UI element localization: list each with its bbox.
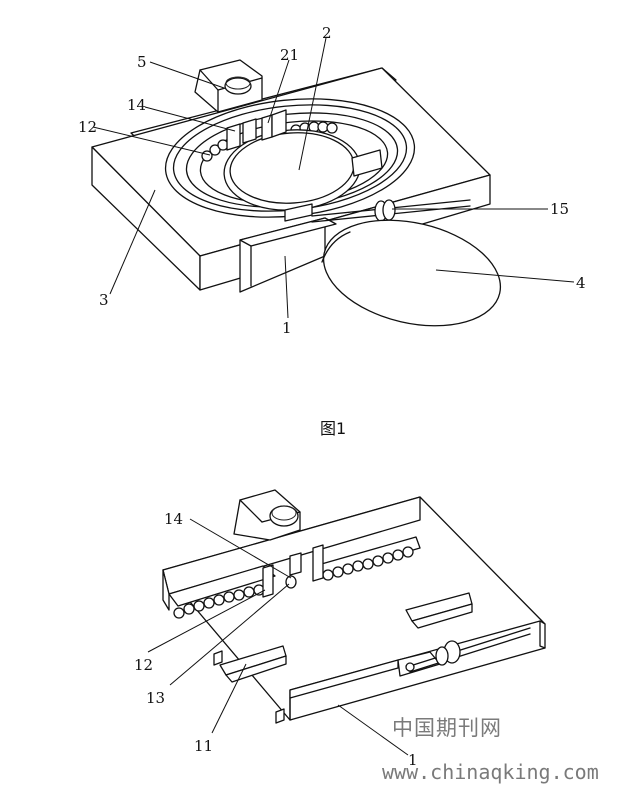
label-14-fig2: 14 — [164, 510, 183, 528]
label-5: 5 — [137, 53, 147, 71]
label-13: 13 — [146, 689, 165, 707]
watermark-cn: 中国期刊网 — [392, 716, 502, 740]
label-4: 4 — [576, 274, 586, 292]
label-15: 15 — [550, 200, 569, 218]
watermark-url: www.chinaqking.com — [382, 760, 599, 784]
label-14-fig1: 14 — [127, 96, 146, 114]
figure-1-caption: 图1 — [320, 419, 346, 438]
label-11: 11 — [194, 737, 213, 755]
label-1-fig1: 1 — [282, 319, 292, 337]
label-3: 3 — [99, 291, 109, 309]
label-21: 21 — [280, 46, 299, 64]
figure-1-drawing — [91, 59, 502, 327]
fig2-right-balls — [322, 546, 414, 581]
label-2: 2 — [322, 24, 332, 42]
label-12-fig1: 12 — [78, 118, 97, 136]
figure-2-leaders — [147, 518, 409, 756]
label-1-fig2: 1 — [408, 751, 418, 769]
label-12-fig2: 12 — [134, 656, 153, 674]
figure-2-drawing — [162, 489, 546, 724]
figure-1-leaders — [92, 37, 575, 319]
fig2-left-balls — [173, 584, 265, 619]
